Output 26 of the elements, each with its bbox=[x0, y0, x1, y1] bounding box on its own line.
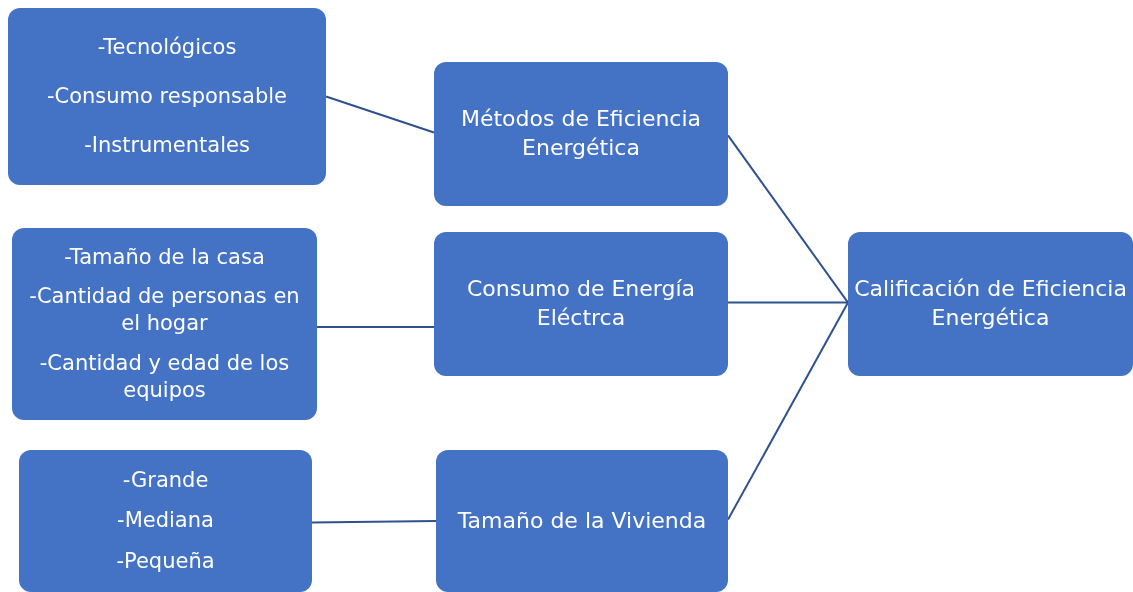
list-item: -Consumo responsable bbox=[46, 82, 287, 110]
concept-box bbox=[434, 62, 728, 206]
connector-line bbox=[727, 301, 849, 521]
list-item: -Tamaño de la casa bbox=[64, 243, 265, 271]
connector-line bbox=[316, 325, 435, 329]
concept-box bbox=[848, 232, 1133, 376]
concept-box bbox=[436, 450, 728, 592]
box-label: Tamaño de la Vivienda bbox=[457, 506, 707, 535]
list-item: -Pequeña bbox=[116, 547, 215, 575]
connector-line bbox=[325, 95, 435, 134]
box-label: Calificación de Eficiencia Energética bbox=[854, 275, 1127, 332]
list-item: -Tecnológicos bbox=[97, 33, 237, 61]
concept-box bbox=[434, 232, 728, 376]
list-box bbox=[12, 228, 317, 420]
list-box bbox=[19, 450, 312, 592]
list-box bbox=[8, 8, 326, 185]
list-item: -Instrumentales bbox=[84, 131, 250, 159]
connector-line bbox=[311, 520, 437, 524]
list-item: -Grande bbox=[122, 467, 209, 494]
connector-line bbox=[727, 134, 849, 304]
list-item: -Cantidad y edad de los equipos bbox=[38, 349, 291, 404]
box-label: Consumo de Energía Eléctrca bbox=[465, 275, 697, 332]
list-item: -Cantidad de personas en el hogar bbox=[28, 283, 301, 338]
connector-line bbox=[727, 301, 849, 304]
list-item: -Mediana bbox=[117, 507, 214, 535]
box-label: Métodos de Eficiencia Energética bbox=[459, 105, 703, 162]
